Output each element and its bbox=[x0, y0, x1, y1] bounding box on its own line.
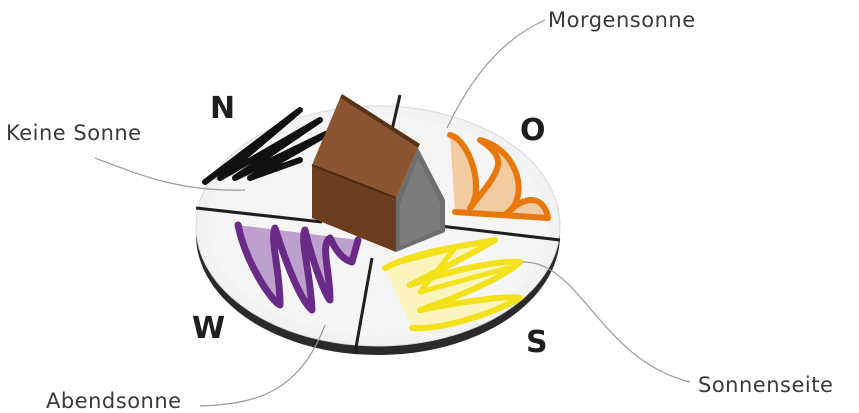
label-sunny-side: Sonnenseite bbox=[698, 373, 833, 397]
leader-sunny bbox=[522, 262, 690, 382]
direction-north: N bbox=[210, 91, 235, 126]
leader-morning bbox=[447, 20, 545, 128]
direction-east: O bbox=[520, 113, 546, 148]
direction-south: S bbox=[526, 325, 548, 360]
label-no-sun: Keine Sonne bbox=[6, 121, 142, 145]
label-evening-sun: Abendsonne bbox=[46, 389, 182, 413]
direction-west: W bbox=[192, 311, 225, 346]
label-morning-sun: Morgensonne bbox=[548, 8, 696, 32]
